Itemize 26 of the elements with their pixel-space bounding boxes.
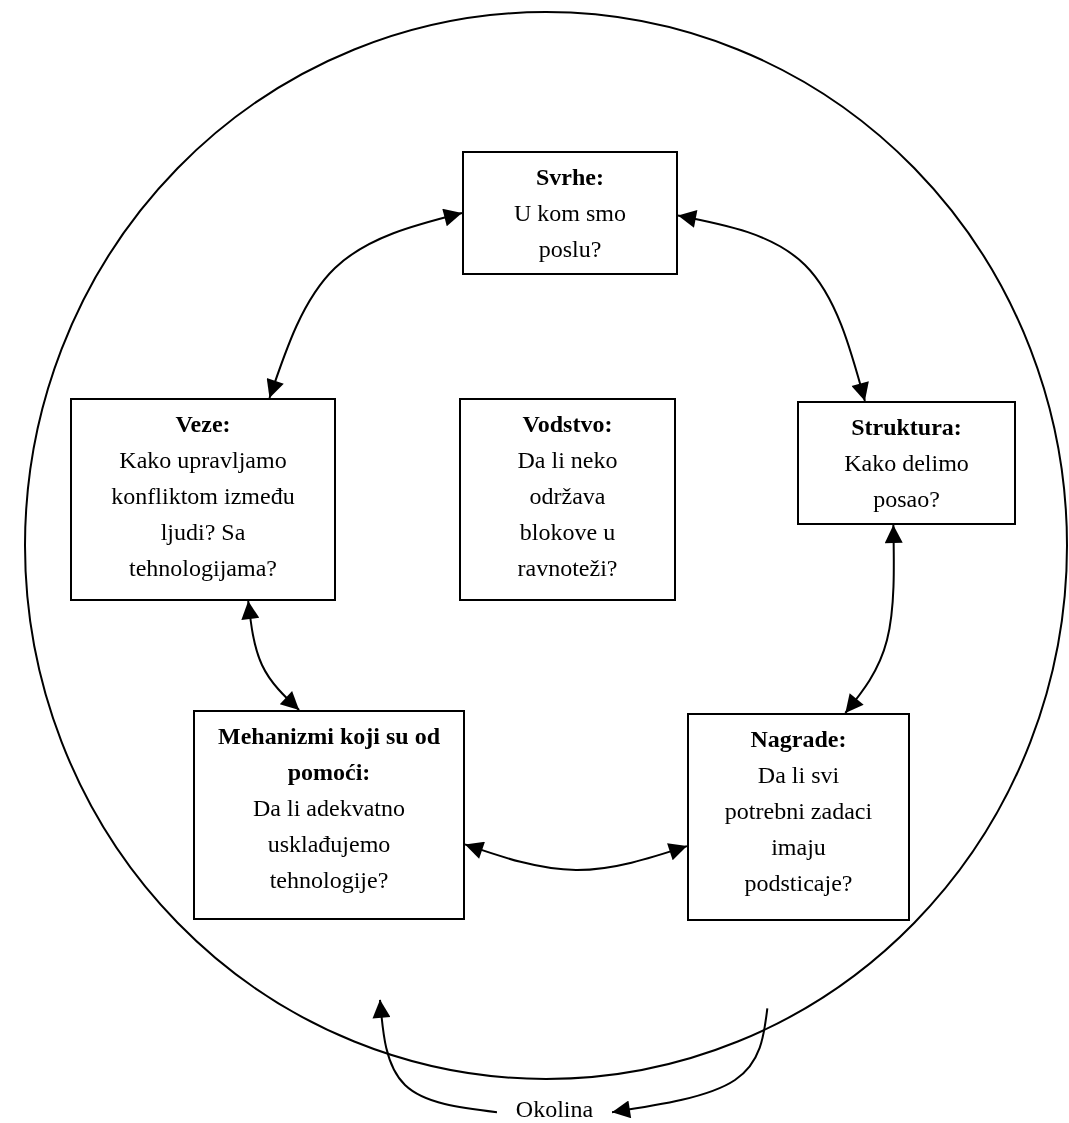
component-box: [193, 710, 465, 920]
arrow: [372, 998, 498, 1114]
arrow: [611, 1007, 769, 1119]
double-arrow: [844, 524, 903, 714]
double-arrow: [677, 210, 869, 402]
component-box: [462, 151, 678, 275]
box-heading: Struktura:: [851, 413, 962, 442]
double-arrow: [241, 600, 301, 711]
double-arrow: [266, 208, 463, 399]
component-box: [459, 398, 676, 601]
box-heading: Mehanizmi koji su od pomoći:: [217, 722, 441, 787]
box-heading: Svrhe:: [536, 163, 604, 192]
box-question: Da li adekvatno usklađujemo tehnologije?: [252, 794, 406, 895]
component-box: [687, 713, 910, 921]
box-question: Da li neko održava blokove u ravnoteži?: [516, 446, 619, 583]
environment-label: Okolina: [515, 1096, 594, 1122]
double-arrow: [464, 841, 688, 871]
component-box: [797, 401, 1016, 525]
box-question: Da li svi potrebni zadaci imaju podsticaje?: [723, 761, 874, 898]
box-question: Kako delimo posao?: [843, 449, 970, 514]
box-question: U kom smo poslu?: [513, 199, 627, 264]
box-question: Kako upravljamo konfliktom između ljudi? Sa tehnologijama?: [110, 446, 296, 583]
box-heading: Vodstvo:: [522, 410, 613, 439]
box-heading: Nagrade:: [750, 725, 847, 754]
box-heading: Veze:: [175, 410, 231, 439]
component-box: [70, 398, 336, 601]
